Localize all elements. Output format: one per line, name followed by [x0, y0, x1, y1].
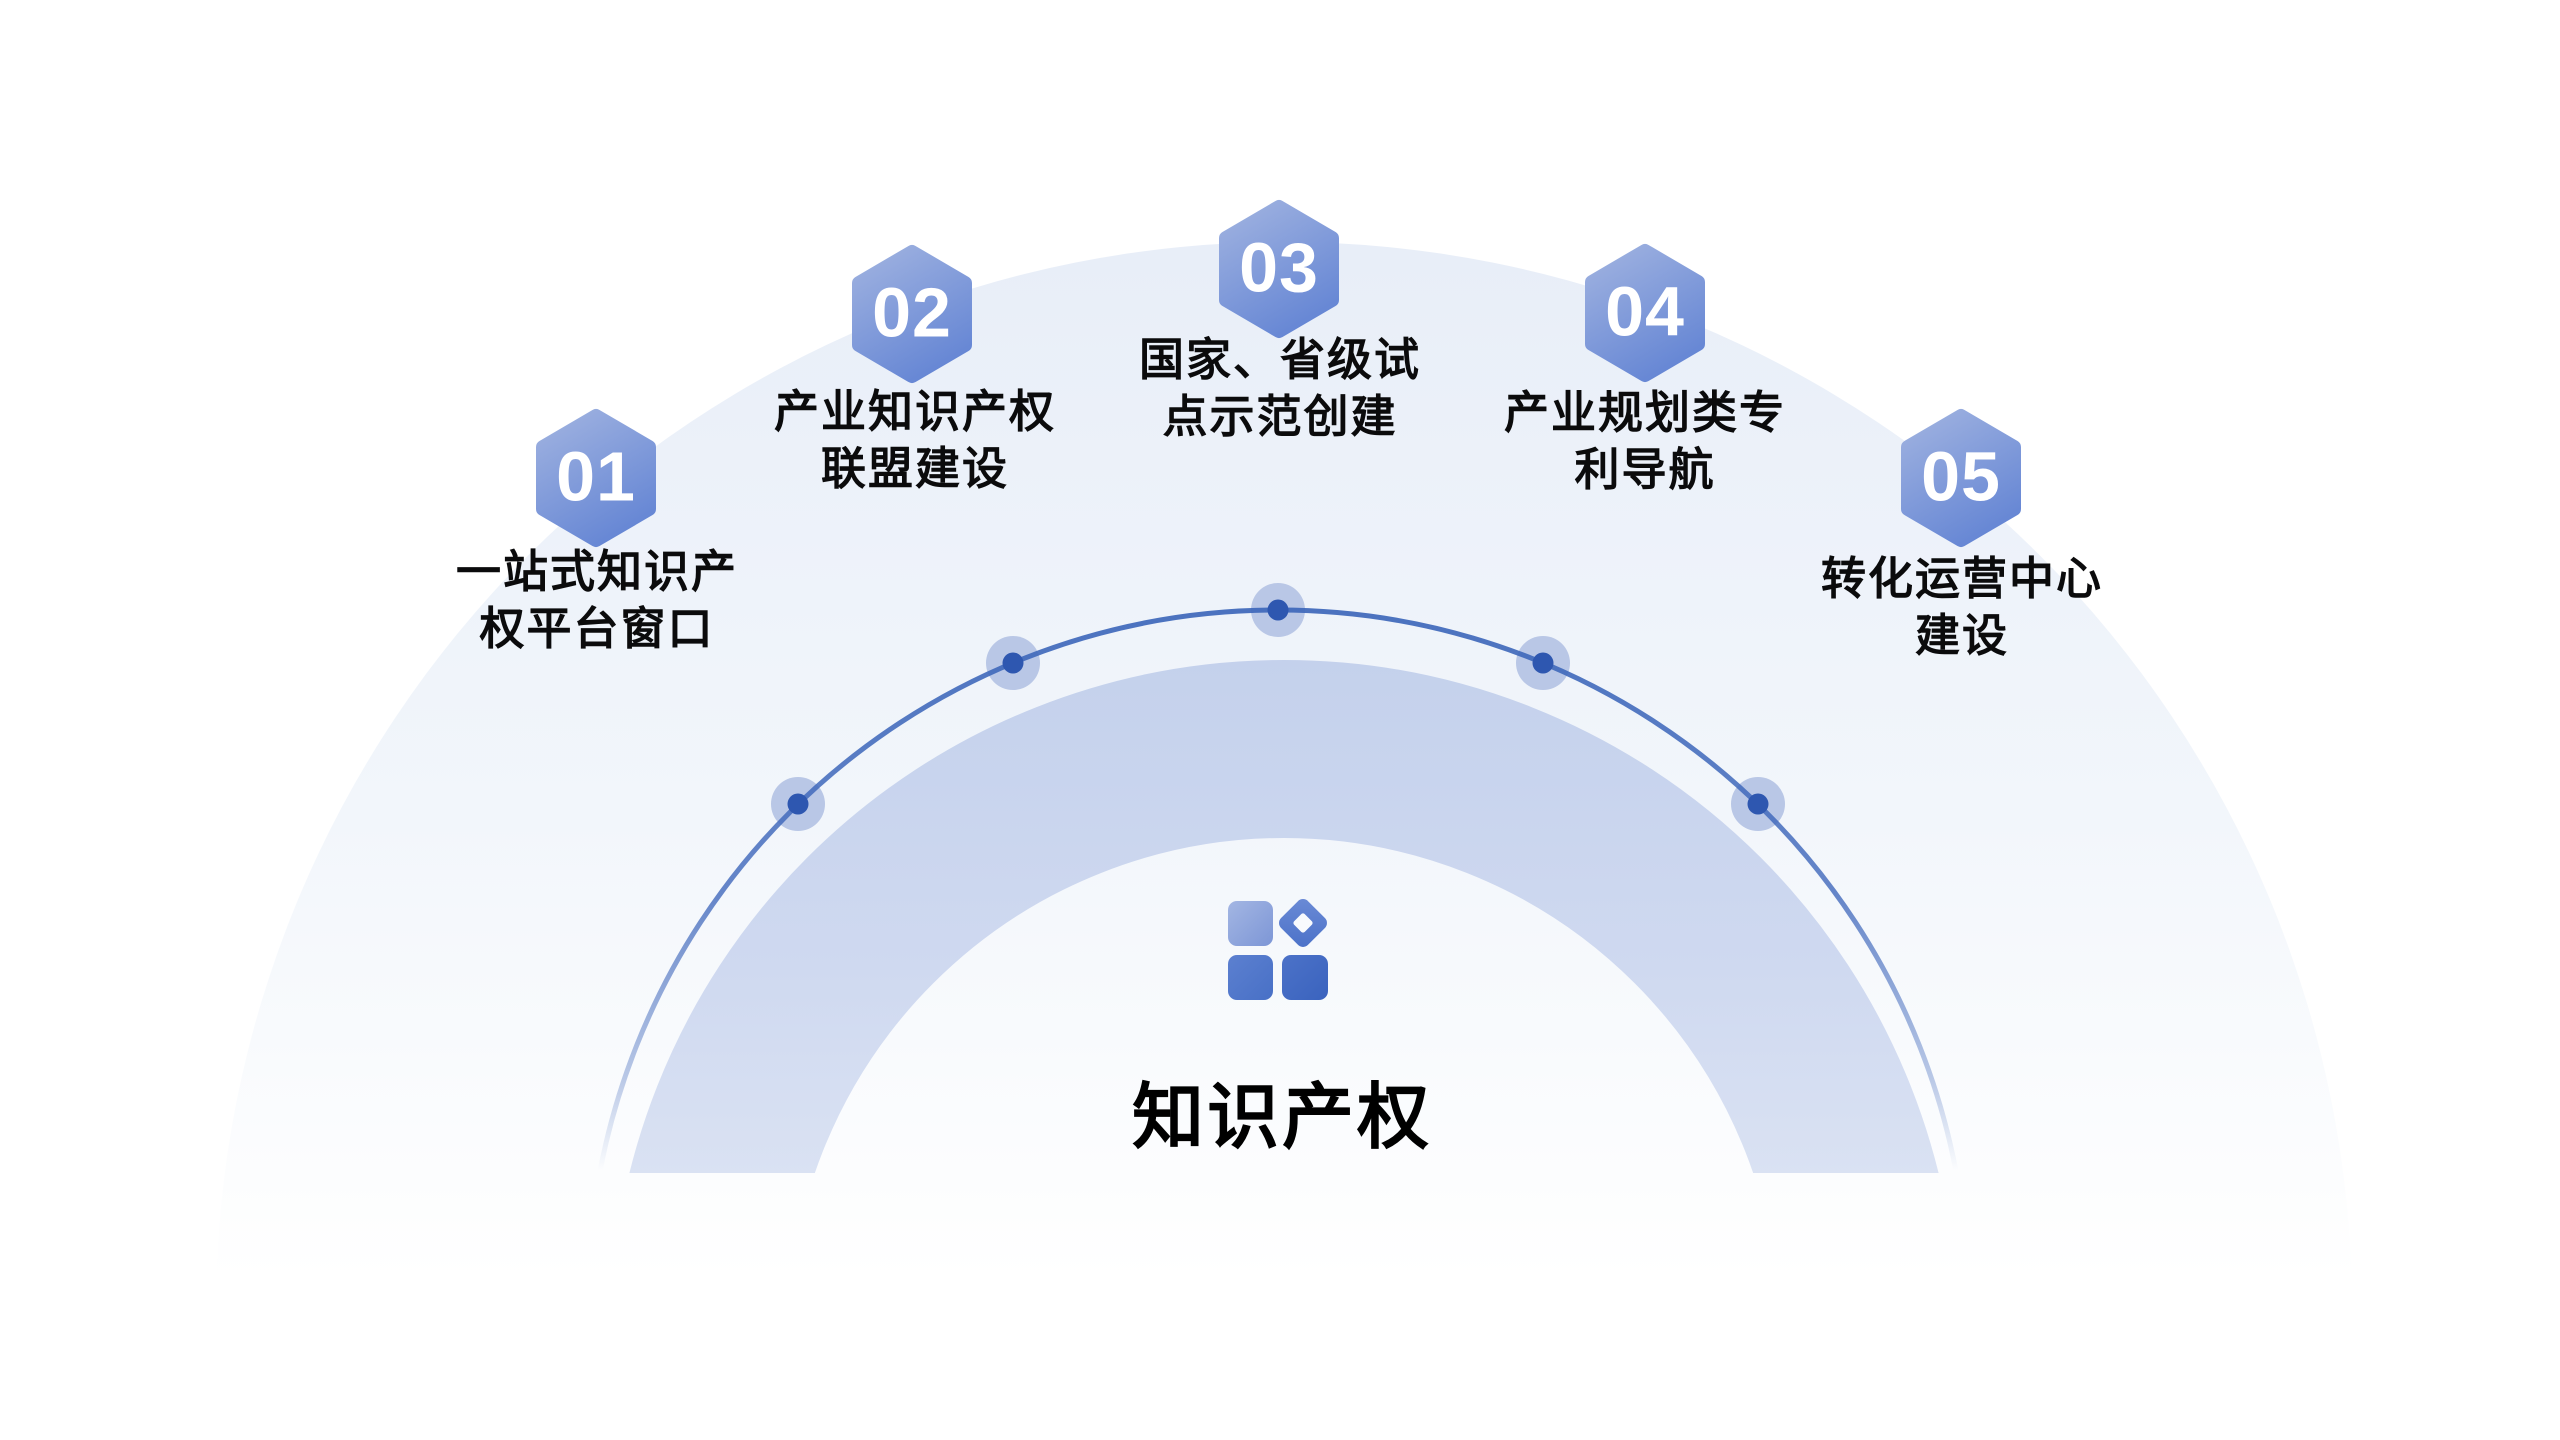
- step-hexagon-03: [1219, 200, 1339, 338]
- orbit-dot: [1002, 652, 1024, 674]
- step-label-01: 一站式知识产 权平台窗口: [367, 543, 827, 657]
- step-label-01-line2: 权平台窗口: [479, 603, 715, 654]
- icon-tile-top-left: [1228, 901, 1273, 946]
- icon-tile-bottom-left: [1228, 955, 1273, 1000]
- step-label-03-line2: 点示范创建: [1162, 391, 1398, 442]
- step-hexagon-04: [1585, 244, 1705, 382]
- orbit-dot-cores: [787, 599, 1769, 815]
- step-label-02: 产业知识产权 联盟建设: [685, 383, 1145, 497]
- step-label-04: 产业规划类专 利导航: [1415, 384, 1875, 498]
- step-label-03-line1: 国家、省级试: [1138, 334, 1421, 385]
- step-label-05-line1: 转化运营中心: [1820, 553, 2103, 604]
- center-title: 知识产权: [1131, 1078, 1433, 1158]
- step-number-03: 03: [1239, 228, 1319, 307]
- orbit-dot: [787, 793, 809, 815]
- step-hexagons: [536, 200, 2021, 547]
- step-label-01-line1: 一站式知识产: [455, 546, 738, 597]
- grid-diamond-icon: [1228, 899, 1328, 1000]
- step-label-03: 国家、省级试 点示范创建: [1050, 331, 1510, 445]
- step-hexagon-05: [1901, 409, 2021, 547]
- orbit-dot: [1267, 599, 1289, 621]
- icon-tile-bottom-right: [1282, 955, 1328, 1000]
- orbit-dot: [1747, 793, 1769, 815]
- icon-tile-diamond: [1279, 899, 1327, 947]
- step-number-02: 02: [872, 273, 952, 352]
- orbit-dot: [1532, 652, 1554, 674]
- step-label-05-line2: 建设: [1914, 610, 2009, 661]
- step-label-05: 转化运营中心 建设: [1732, 550, 2192, 664]
- step-label-02-line2: 联盟建设: [820, 443, 1009, 494]
- step-label-04-line1: 产业规划类专: [1503, 387, 1786, 438]
- arch-ring: [629, 660, 1939, 1173]
- step-label-04-line2: 利导航: [1574, 444, 1716, 495]
- step-number-01: 01: [556, 437, 636, 516]
- step-label-02-line1: 产业知识产权: [773, 386, 1056, 437]
- step-hexagon-02: [852, 245, 972, 383]
- step-number-04: 04: [1605, 272, 1685, 351]
- step-hexagon-01: [536, 409, 656, 547]
- step-number-05: 05: [1921, 437, 2001, 516]
